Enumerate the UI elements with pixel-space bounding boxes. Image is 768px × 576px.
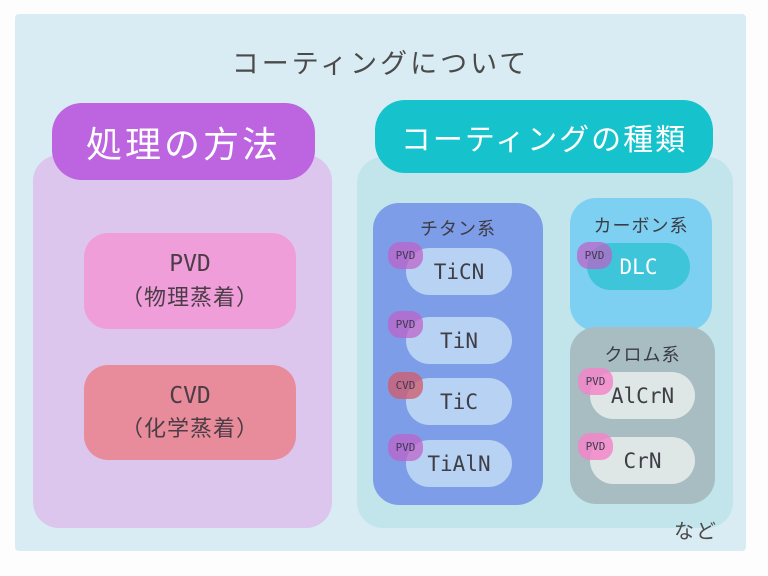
coating-row-ticn: PVD TiCN [388, 242, 512, 295]
page-title: コーティングについて [231, 49, 530, 80]
pvd-method-box: PVD （物理蒸着） [84, 233, 296, 329]
titanium-group-title: チタン系 [420, 219, 496, 240]
pvd-badge: PVD [577, 242, 612, 269]
coating-pill-ticn: TiCN [406, 248, 512, 295]
coating-row-dlc: PVD DLC [577, 242, 690, 290]
coating-row-alcrn: PVD AlCrN [578, 368, 695, 419]
coating-row-tin: PVD TiN [388, 311, 512, 364]
footnote: など [674, 519, 718, 543]
carbon-group-title: カーボン系 [593, 216, 689, 237]
coating-row-crn: PVD CrN [578, 433, 695, 484]
chrome-group: クロム系 PVD AlCrN PVD CrN [570, 327, 715, 504]
infographic-card: コーティングについて 処理の方法 PVD （物理蒸着） CVD （化学蒸着） コ… [15, 14, 746, 551]
pvd-badge: PVD [388, 242, 423, 269]
coating-row-tialn: PVD TiAlN [388, 434, 512, 487]
chrome-group-title: クロム系 [604, 345, 681, 366]
pvd-method-desc: （物理蒸着） [120, 285, 259, 311]
pvd-method-name: PVD [169, 251, 211, 278]
titanium-group: チタン系 PVD TiCN PVD TiN CVD TiC PVD TiAlN [373, 203, 543, 505]
types-header-label: コーティングの種類 [400, 122, 688, 158]
coating-row-tic: CVD TiC [388, 372, 512, 425]
cvd-method-name: CVD [169, 382, 211, 409]
coating-pill-tic: TiC [406, 378, 512, 425]
coating-pill-tin: TiN [406, 317, 512, 364]
pvd-badge: PVD [388, 311, 423, 338]
pvd-badge: PVD [388, 434, 423, 461]
types-header: コーティングの種類 [375, 100, 713, 173]
coating-pill-tialn: TiAlN [406, 440, 512, 487]
cvd-method-box: CVD （化学蒸着） [84, 365, 296, 460]
carbon-group: カーボン系 PVD DLC [570, 198, 712, 331]
method-header-label: 処理の方法 [85, 124, 281, 166]
method-header: 処理の方法 [52, 103, 315, 180]
method-panel [33, 155, 332, 528]
cvd-method-desc: （化学蒸着） [120, 417, 259, 443]
pvd-badge: PVD [578, 433, 613, 460]
pvd-badge: PVD [578, 368, 613, 395]
cvd-badge: CVD [388, 372, 423, 399]
